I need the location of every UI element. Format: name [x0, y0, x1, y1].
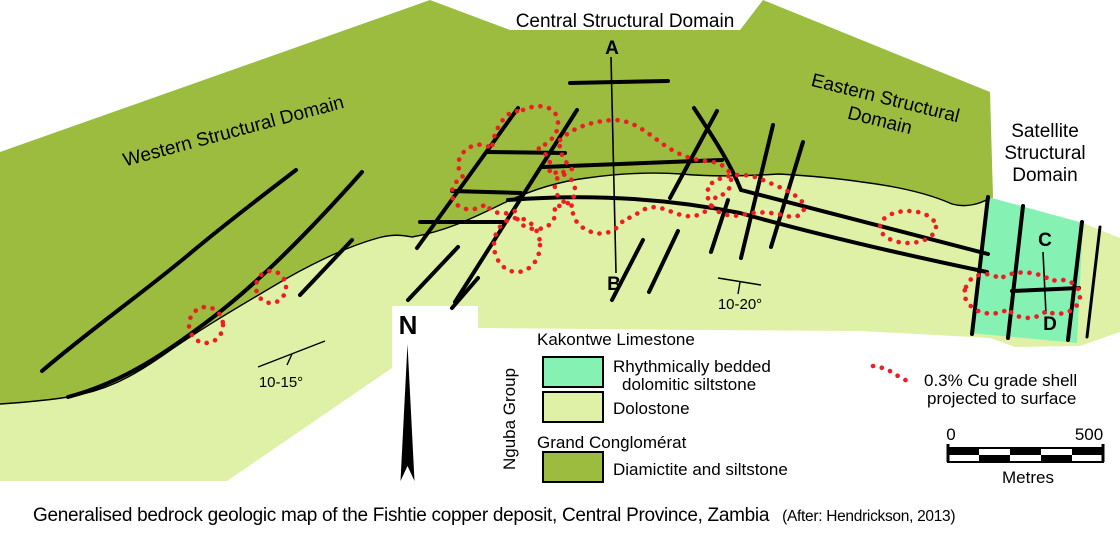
legend-swatch-dolostone [542, 391, 604, 423]
scale-seg [1010, 448, 1041, 455]
scale-bar: 0 500 Metres [946, 425, 1105, 487]
satellite-domain-line1: Satellite [1011, 121, 1079, 142]
section-marker-c: C [1038, 230, 1052, 251]
fault-line-east-long-upper [692, 106, 990, 256]
grade-shell-legend-sample [870, 363, 914, 385]
central-domain-label: Central Structural Domain [516, 11, 735, 32]
rhythmic-label-line1: Rhythmically bedded [613, 357, 771, 376]
legend-swatch-dolomitic-siltstone [542, 356, 604, 388]
satellite-domain-line3: Domain [1012, 165, 1077, 186]
fault-line-ladder-right [453, 108, 579, 304]
fault-line-southwest-1 [298, 238, 354, 297]
map-legend: Nguba Group Kakontwe Limestone Rhythmica… [500, 330, 1077, 483]
fault-line-east-3 [739, 123, 775, 260]
section-line-ab [610, 56, 617, 274]
dolostone-region [0, 173, 1120, 482]
scale-bar-end-ticks [946, 444, 1105, 462]
dip-symbol-east [717, 277, 762, 295]
cross-section-lines: A B C D [605, 38, 1057, 335]
dip-symbols: 10-15° 10-20° [257, 277, 762, 391]
fault-line-south-1 [610, 238, 645, 302]
scale-seg [948, 448, 979, 455]
satellite-domain-line2: Structural [1004, 143, 1085, 164]
dolomitic-siltstone-region [970, 197, 1083, 343]
grade-shell-west-loop-1 [186, 304, 226, 346]
scale-seg [979, 455, 1010, 462]
fault-line-east-5 [709, 198, 730, 254]
section-marker-d: D [1043, 314, 1057, 335]
kakontwe-heading: Kakontwe Limestone [537, 330, 695, 349]
nguba-group-label: Nguba Group [500, 368, 519, 470]
fault-crossbar-section-a [568, 79, 670, 85]
fault-line-southwest-3 [450, 276, 480, 310]
diamictite-label: Diamictite and siltstone [613, 460, 788, 479]
lithology-regions [0, 0, 1120, 482]
grade-shell-eastern-loop [877, 208, 939, 246]
legend-swatch-diamictite [542, 451, 604, 483]
north-arrow-icon [400, 344, 415, 481]
caption-main: Generalised bedrock geologic map of the … [33, 505, 770, 526]
cu-grade-shell-outlines [186, 104, 1083, 346]
grade-shell-satellite-blob [962, 270, 1083, 321]
caption-credit: (After: Hendrickson, 2013) [782, 508, 955, 525]
dip-label-west: 10-15° [259, 374, 303, 391]
scale-start-label: 0 [946, 425, 955, 444]
section-marker-a: A [605, 38, 619, 59]
figure-caption: Generalised bedrock geologic map of the … [33, 505, 955, 526]
grade-shell-east-blob [705, 172, 807, 219]
fault-rung-2 [450, 189, 523, 195]
scale-unit-label: Metres [1002, 468, 1054, 487]
grade-shell-label-line2: projected to surface [927, 389, 1076, 408]
scale-end-label: 500 [1075, 425, 1103, 444]
grade-shell-lower-loop [491, 215, 543, 275]
north-arrow-label: N [399, 310, 418, 340]
grade-shell-west-loop-2 [253, 268, 289, 306]
grade-shell-central-band [552, 117, 734, 236]
fault-line-east-4 [769, 140, 805, 249]
section-line-cd [1042, 251, 1047, 315]
fault-line-ladder-left [415, 106, 520, 250]
scale-bar-checker [948, 448, 1103, 462]
scale-seg [1072, 448, 1103, 455]
fault-line-satellite-mid [1006, 204, 1025, 340]
fault-line-east-long-lower [506, 195, 989, 274]
dip-symbol-west [257, 340, 326, 368]
grade-shell-central-ring [449, 104, 578, 232]
fault-line-east-cross-1 [668, 109, 719, 200]
fault-rung-1 [485, 150, 567, 155]
fault-line-satellite-right [1066, 220, 1084, 342]
fault-line-satellite-left [970, 195, 990, 336]
fault-line-west-2 [66, 170, 364, 399]
dolostone-label: Dolostone [613, 399, 690, 418]
rhythmic-label-line2: dolomitic siltstone [622, 375, 756, 394]
fault-line-south-2 [647, 229, 680, 294]
fault-line-far-right [1085, 225, 1102, 339]
grand-conglomerat-heading: Grand Conglomérat [537, 433, 687, 452]
scale-seg [1041, 455, 1072, 462]
fault-lines [40, 79, 1102, 399]
north-arrow: N [399, 310, 418, 481]
section-marker-b: B [607, 274, 621, 295]
satellite-domain-label: Satellite Structural Domain [1004, 121, 1085, 186]
fault-line-west-1 [40, 168, 298, 373]
grade-shell-label-line1: 0.3% Cu grade shell [924, 371, 1077, 390]
fault-line-southwest-2 [406, 245, 460, 302]
dip-label-east: 10-20° [718, 296, 762, 313]
